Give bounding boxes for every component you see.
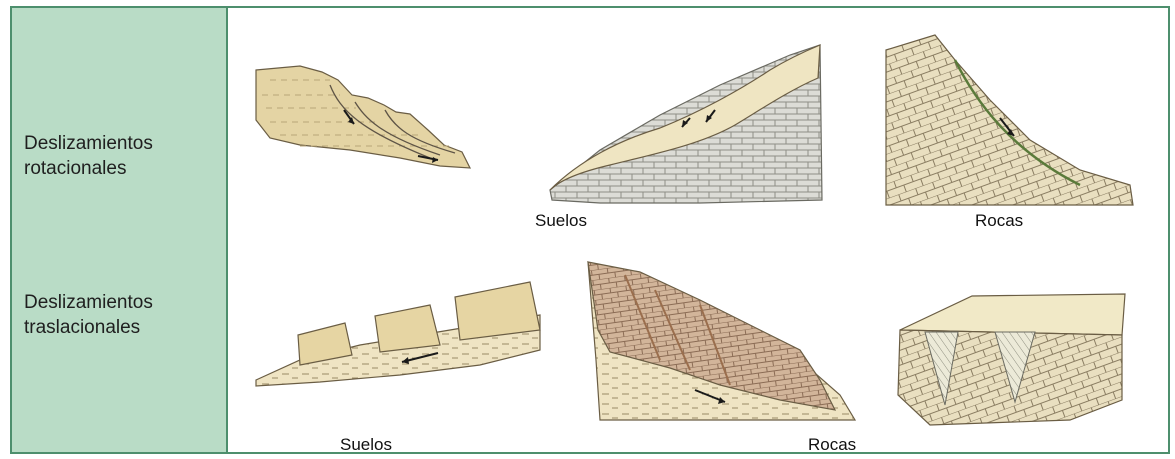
rotational-soil-slope-1 (256, 66, 470, 168)
translational-rock-slope (588, 262, 855, 420)
caption-rotational-soils: Suelos (535, 211, 587, 230)
translational-soil-slope (256, 282, 540, 386)
rotational-soil-slope-2 (550, 45, 822, 203)
caption-translational-rocks: Rocas (808, 435, 856, 454)
caption-translational-soils: Suelos (340, 435, 392, 454)
wedge-rock-block (898, 294, 1125, 425)
rotational-rock-slope (886, 35, 1133, 205)
caption-rotational-rocks: Rocas (975, 211, 1023, 230)
